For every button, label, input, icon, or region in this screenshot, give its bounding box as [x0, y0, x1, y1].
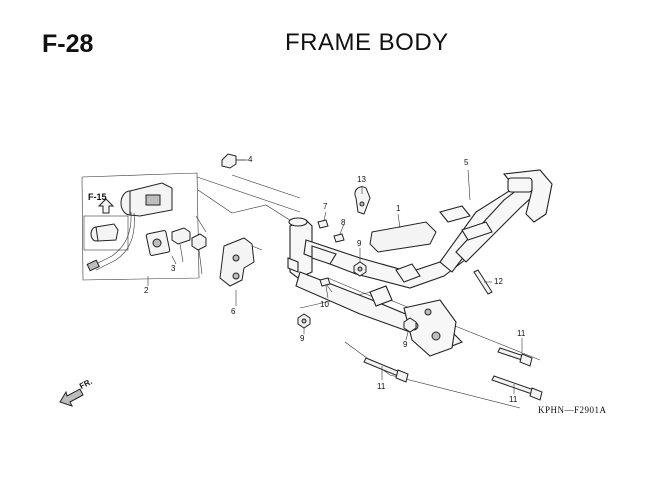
key-cylinder-part — [86, 182, 173, 272]
bolt-7-part — [317, 219, 329, 229]
cover-plate-1-part — [369, 221, 437, 253]
helmet-holder-part — [219, 237, 263, 287]
up-arrow-icon — [97, 198, 115, 214]
callout-8: 8 — [341, 218, 346, 227]
callout-5: 5 — [464, 158, 469, 167]
callout-10: 10 — [320, 300, 329, 309]
long-bolt-11-left-part — [363, 357, 409, 383]
main-frame-part — [287, 169, 553, 357]
ignition-switch-group-outline — [81, 172, 200, 281]
subassembly-inset-box — [83, 215, 129, 251]
callout-13: 13 — [357, 175, 366, 184]
callout-7: 7 — [323, 202, 328, 211]
seat-lock-part — [145, 215, 207, 275]
callout-11-right-lower: 11 — [509, 395, 518, 404]
bolt-10-part — [319, 277, 333, 293]
subassembly-ref-label: F-15 — [88, 192, 107, 202]
long-bolt-11-right-lower-part — [491, 375, 543, 401]
page-code: F-28 — [42, 30, 94, 58]
bolt-8-part — [333, 233, 345, 243]
callout-9-center: 9 — [403, 340, 408, 349]
f15-cylinder-part — [90, 223, 119, 242]
long-bolt-11-right-upper-part — [497, 347, 533, 367]
callout-4: 4 — [248, 155, 253, 164]
clamp-13-part — [354, 186, 371, 215]
callout-9-top: 9 — [357, 239, 362, 248]
callout-2: 2 — [144, 286, 149, 295]
callout-leaders — [147, 159, 523, 394]
nut-9-left-part — [297, 313, 311, 329]
page-title: FRAME BODY — [285, 29, 449, 56]
forward-arrow-icon — [59, 388, 84, 407]
callout-3: 3 — [171, 264, 176, 273]
callout-12: 12 — [494, 277, 503, 286]
callout-6: 6 — [231, 307, 236, 316]
nut-9-center-part — [403, 317, 417, 333]
rubber-12-part — [473, 269, 493, 295]
figure-code: KPHN—F2901A — [538, 405, 607, 415]
callout-11-right-upper: 11 — [517, 329, 526, 338]
callout-9-left: 9 — [300, 334, 305, 343]
bolt-4-part — [221, 153, 246, 169]
callout-11-left: 11 — [377, 382, 386, 391]
callout-1: 1 — [396, 204, 401, 213]
